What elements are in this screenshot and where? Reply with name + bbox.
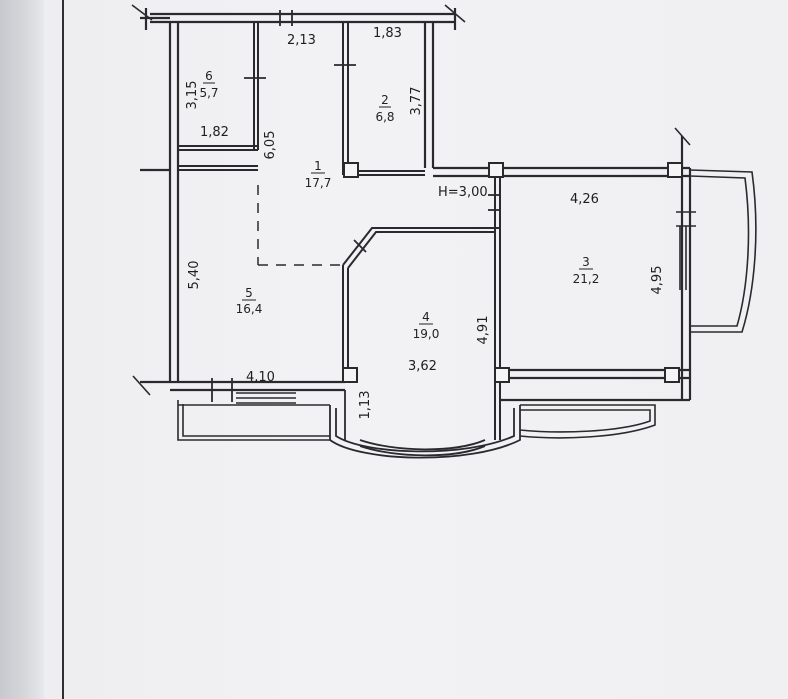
room-4-area: 19,0 <box>413 327 440 341</box>
room-6-area: 5,7 <box>199 86 218 100</box>
room-1-number: 1 <box>314 159 322 173</box>
room-3-area: 21,2 <box>573 272 600 286</box>
room-5-number: 5 <box>245 286 253 300</box>
bay-window <box>329 390 521 459</box>
dim-room2-height: 3,77 <box>409 87 424 116</box>
room-1-area: 17,7 <box>305 176 332 190</box>
room-4-number: 4 <box>422 310 430 324</box>
dim-bay-depth: 1,13 <box>358 391 373 420</box>
page-edge-shadow <box>0 0 44 699</box>
dim-room2-top: 1,83 <box>373 26 402 41</box>
dim-corridor-height: 6,05 <box>263 131 278 160</box>
dim-room6-height: 3,15 <box>185 81 200 110</box>
room-5-area: 16,4 <box>236 302 263 316</box>
break-marks <box>131 4 691 396</box>
balcony-bottom-left <box>177 400 330 441</box>
dashed-boundary <box>257 185 343 266</box>
outer-walls <box>140 8 692 402</box>
dimension-labels: H=3,00 2,13 1,83 1,82 4,26 3,62 4,10 3,1… <box>185 26 665 419</box>
dim-room3-height: 4,95 <box>650 266 665 295</box>
pillars <box>342 162 683 383</box>
room-2-area: 6,8 <box>375 110 394 124</box>
room-2-number: 2 <box>381 93 389 107</box>
room-6-number: 6 <box>205 69 213 83</box>
inner-walls <box>178 22 501 440</box>
dim-room4-width: 3,62 <box>408 359 437 374</box>
room-labels: 6 5,7 2 6,8 1 17,7 3 21,2 5 16,4 4 19,0 <box>199 69 599 341</box>
door-marks <box>211 10 500 402</box>
page-margin-line <box>62 0 64 699</box>
dim-room4-height: 4,91 <box>476 316 491 345</box>
height-label: H=3,00 <box>438 185 488 200</box>
dim-top-corridor: 2,13 <box>287 33 316 48</box>
balcony-room3-bottom <box>519 404 656 439</box>
dim-room6-width: 1,82 <box>200 125 229 140</box>
balcony-room3-right <box>676 169 757 333</box>
dim-room5-height: 5,40 <box>187 261 202 290</box>
window-bottom-left <box>236 392 296 404</box>
dim-room5-width: 4,10 <box>246 370 275 385</box>
room-3-number: 3 <box>582 255 590 269</box>
dim-room3-width: 4,26 <box>570 192 599 207</box>
